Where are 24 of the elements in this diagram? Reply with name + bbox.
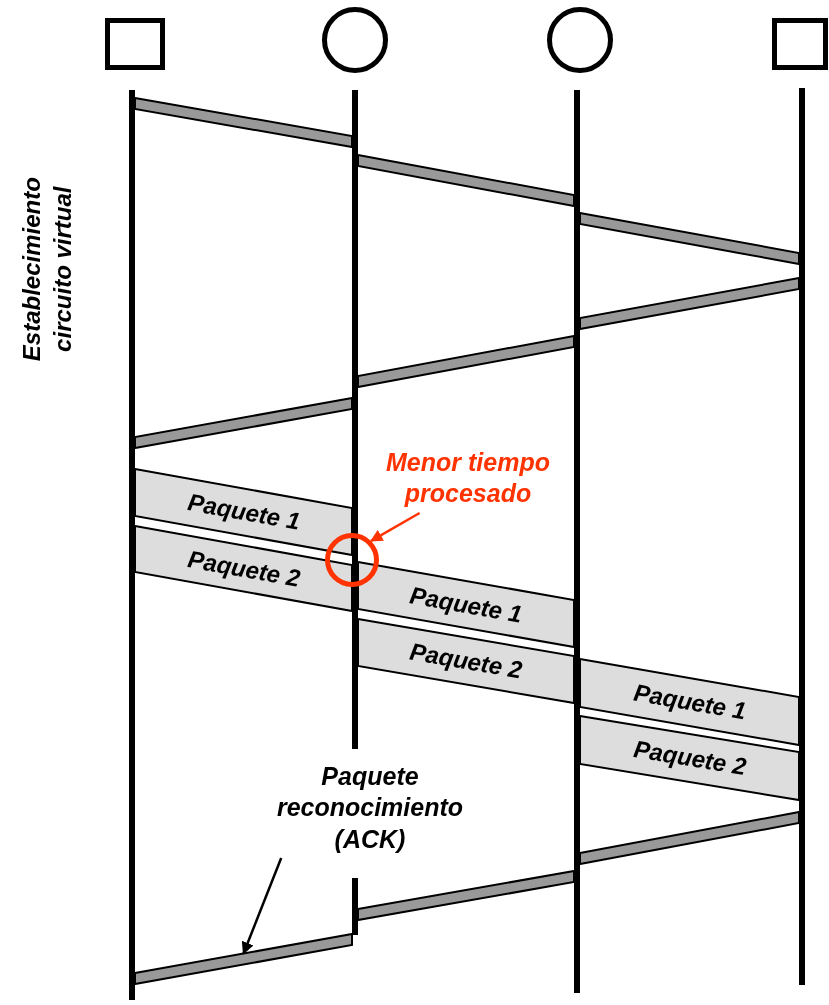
arrow [241,857,283,955]
packet-label: Paquete 1 [631,678,748,726]
signal-bar [580,213,799,264]
arrow [370,511,421,542]
signal-bar [135,934,352,984]
signal-bar [580,812,799,864]
signal-bar [358,336,574,387]
signal-bar [358,155,574,206]
packet-label: Paquete 2 [631,735,748,781]
signal-bar [135,398,352,448]
annotation-text: Paquete reconocimiento (ACK) [275,761,465,855]
packet-label: Paquete 2 [185,544,302,593]
packet-label: Paquete 2 [407,637,525,685]
signal-bar [358,871,574,920]
packet-label: Paquete 1 [185,488,302,536]
square-symbol [105,18,165,70]
packet-label: Paquete 1 [407,580,525,629]
signal-bar [135,98,352,147]
square-symbol [772,18,828,70]
annotation-text: Menor tiempo procesado [385,446,551,509]
signal-bar [580,278,799,329]
phase-label: Establecimiento circuito virtual [16,176,77,364]
circle-symbol [547,7,613,73]
circle-symbol [322,7,388,73]
